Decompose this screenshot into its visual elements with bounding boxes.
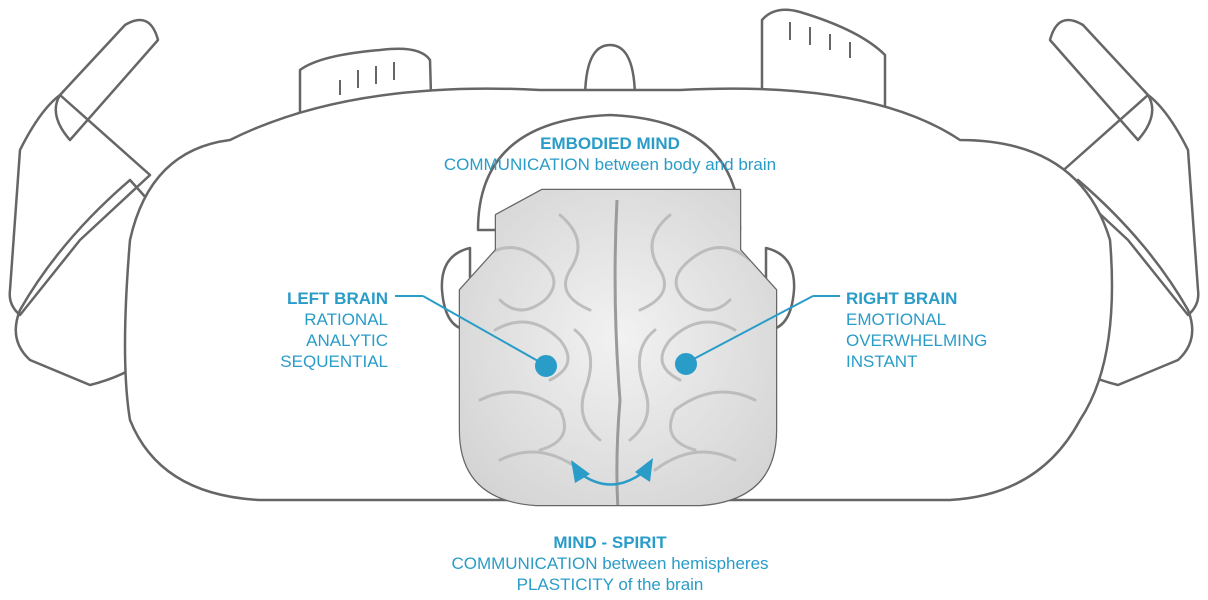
embodied-mind-label: EMBODIED MIND COMMUNICATION between body…	[330, 133, 890, 175]
right-brain-label: RIGHT BRAIN EMOTIONAL OVERWHELMING INSTA…	[846, 288, 1066, 372]
mind-spirit-line: COMMUNICATION between hemispheres	[360, 553, 860, 574]
left-brain-trait: ANALYTIC	[200, 330, 388, 351]
left-brain-trait: RATIONAL	[200, 309, 388, 330]
right-hand-outline	[1050, 20, 1152, 140]
mind-spirit-line: PLASTICITY of the brain	[360, 574, 860, 595]
mind-spirit-label: MIND - SPIRIT COMMUNICATION between hemi…	[360, 532, 860, 595]
right-brain-trait: INSTANT	[846, 351, 1066, 372]
embodied-mind-title: EMBODIED MIND	[330, 133, 890, 154]
embodied-mind-subtitle: COMMUNICATION between body and brain	[330, 154, 890, 175]
brain-image	[455, 185, 785, 525]
left-brain-trait: SEQUENTIAL	[200, 351, 388, 372]
left-brain-point	[536, 356, 556, 376]
right-brain-point	[676, 354, 696, 374]
right-brain-title: RIGHT BRAIN	[846, 288, 1066, 309]
left-brain-label: LEFT BRAIN RATIONAL ANALYTIC SEQUENTIAL	[200, 288, 388, 372]
left-hand-outline	[56, 20, 158, 140]
left-brain-title: LEFT BRAIN	[200, 288, 388, 309]
right-brain-trait: OVERWHELMING	[846, 330, 1066, 351]
mind-spirit-title: MIND - SPIRIT	[360, 532, 860, 553]
right-brain-trait: EMOTIONAL	[846, 309, 1066, 330]
